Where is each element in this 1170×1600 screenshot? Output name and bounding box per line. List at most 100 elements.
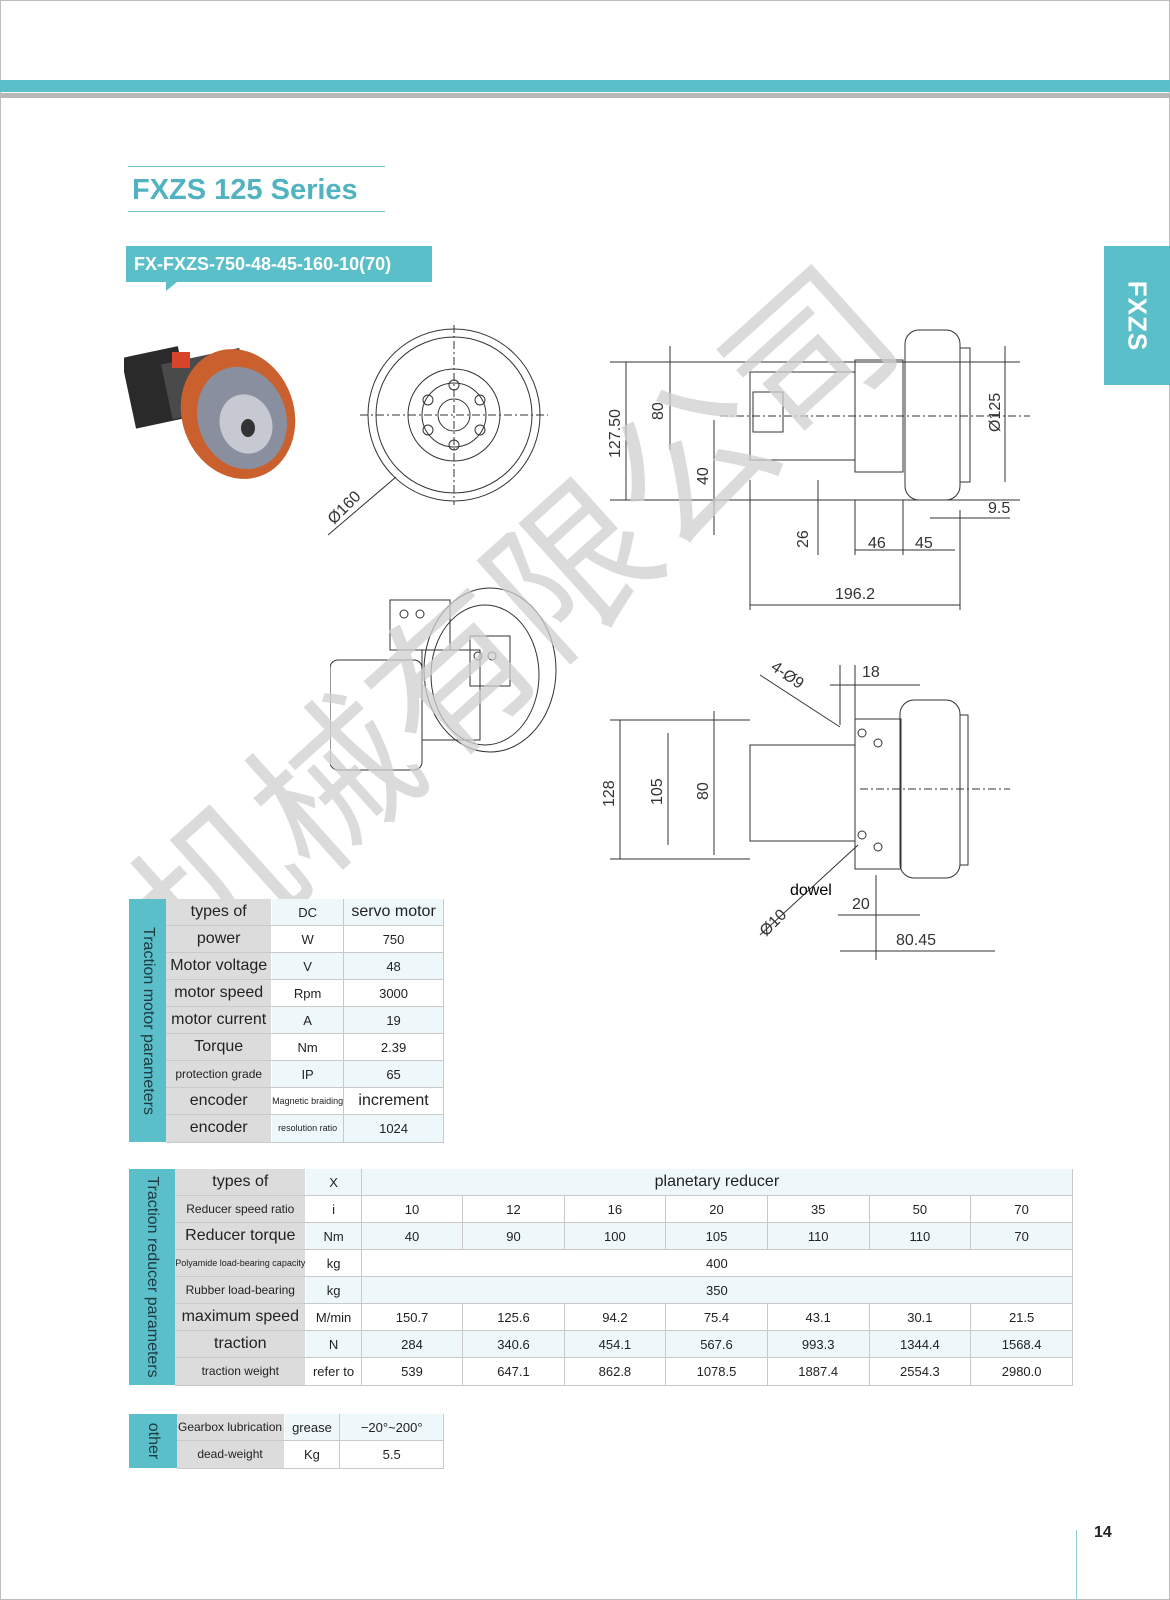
row-label: Polyamide load-bearing capacity <box>175 1249 307 1278</box>
cell-value: 1887.4 <box>767 1357 870 1386</box>
row-label: Rubber load-bearing <box>175 1276 307 1305</box>
dim-46: 46 <box>868 535 886 552</box>
row-label: power <box>166 925 273 954</box>
row-unit: Rpm <box>271 979 345 1008</box>
cell-value: 105 <box>665 1222 768 1251</box>
dim-40: 40 <box>695 467 712 485</box>
row-value: planetary reducer <box>361 1169 1074 1197</box>
row-unit: resolution ratio <box>271 1114 345 1143</box>
row-value: increment <box>343 1087 444 1116</box>
row-unit: kg <box>305 1249 362 1278</box>
dim-80-45: 80.45 <box>896 932 936 949</box>
dowel-label: dowel <box>790 882 832 899</box>
cell-value: 110 <box>767 1222 870 1251</box>
dim-dia-125: Ø125 <box>987 393 1004 432</box>
row-unit: Magnetic braiding <box>271 1087 345 1116</box>
cell-value: 10 <box>361 1195 464 1224</box>
row-value: 350 <box>361 1276 1074 1305</box>
row-unit: X <box>305 1169 362 1197</box>
dim-80b: 80 <box>695 782 712 800</box>
cell-value: 110 <box>869 1222 972 1251</box>
cell-value: 1078.5 <box>665 1357 768 1386</box>
page-number: 14 <box>1094 1524 1112 1541</box>
cell-value: 1568.4 <box>970 1330 1073 1359</box>
row-label: maximum speed <box>175 1303 307 1332</box>
row-label: Motor voltage <box>166 952 273 981</box>
row-label: Reducer speed ratio <box>175 1195 307 1224</box>
product-photo <box>124 346 296 479</box>
cell-value: 100 <box>564 1222 667 1251</box>
cell-value: 43.1 <box>767 1303 870 1332</box>
row-label: traction weight <box>175 1357 307 1386</box>
row-unit: A <box>271 1006 345 1035</box>
row-value: 5.5 <box>339 1440 444 1469</box>
row-unit: N <box>305 1330 362 1359</box>
cell-value: 647.1 <box>462 1357 565 1386</box>
dim-4-dia-9: 4-Ø9 <box>768 658 807 692</box>
dim-18: 18 <box>862 664 880 681</box>
row-unit: refer to <box>305 1357 362 1386</box>
section-label: other <box>129 1414 177 1468</box>
cell-value: 12 <box>462 1195 565 1224</box>
page-number-rule <box>1076 1530 1077 1600</box>
cell-value: 539 <box>361 1357 464 1386</box>
row-label: encoder <box>166 1087 273 1116</box>
cell-value: 2554.3 <box>869 1357 972 1386</box>
row-label: Reducer torque <box>175 1222 307 1251</box>
front-view-drawing: Ø160 <box>325 325 548 536</box>
row-label: types of <box>175 1169 307 1197</box>
cell-value: 454.1 <box>564 1330 667 1359</box>
row-value: −20°~200° <box>339 1414 444 1442</box>
dim-9-5: 9.5 <box>988 500 1010 517</box>
cell-value: 150.7 <box>361 1303 464 1332</box>
dim-dia-160: Ø160 <box>325 488 365 528</box>
row-unit: Kg <box>284 1440 341 1469</box>
cell-value: 75.4 <box>665 1303 768 1332</box>
row-label: motor current <box>166 1006 273 1035</box>
row-unit: M/min <box>305 1303 362 1332</box>
row-unit: kg <box>305 1276 362 1305</box>
row-label: traction <box>175 1330 307 1359</box>
section-label-text: Traction reducer parameters <box>144 1176 162 1378</box>
row-value: 400 <box>361 1249 1074 1278</box>
cell-value: 50 <box>869 1195 972 1224</box>
cell-value: 94.2 <box>564 1303 667 1332</box>
section-label: Traction reducer parameters <box>129 1169 176 1385</box>
row-unit: grease <box>284 1414 341 1442</box>
cell-value: 125.6 <box>462 1303 565 1332</box>
dim-20: 20 <box>852 896 870 913</box>
cell-value: 70 <box>970 1195 1073 1224</box>
section-label: Traction motor parameters <box>129 899 167 1142</box>
row-value: 3000 <box>343 979 444 1008</box>
side-tab: FXZS <box>1104 246 1170 385</box>
row-unit: Nm <box>305 1222 362 1251</box>
cell-value: 20 <box>665 1195 768 1224</box>
row-value: 19 <box>343 1006 444 1035</box>
dim-26: 26 <box>795 530 812 548</box>
cell-value: 1344.4 <box>869 1330 972 1359</box>
section-label-text: Traction motor parameters <box>139 926 157 1115</box>
row-value: 750 <box>343 925 444 954</box>
row-label: Gearbox lubrication <box>176 1414 285 1442</box>
header-bar <box>0 80 1170 92</box>
row-value: 65 <box>343 1060 444 1089</box>
row-label: types of <box>166 899 273 927</box>
row-value: 48 <box>343 952 444 981</box>
header-bar-shadow <box>0 93 1170 98</box>
section-label-text: other <box>144 1422 162 1460</box>
mount-view-drawing: 4-Ø9 18 128 105 80 dowel Ø10 20 80.45 <box>601 658 1010 960</box>
dim-128: 128 <box>601 780 618 807</box>
row-label: dead-weight <box>176 1440 285 1469</box>
